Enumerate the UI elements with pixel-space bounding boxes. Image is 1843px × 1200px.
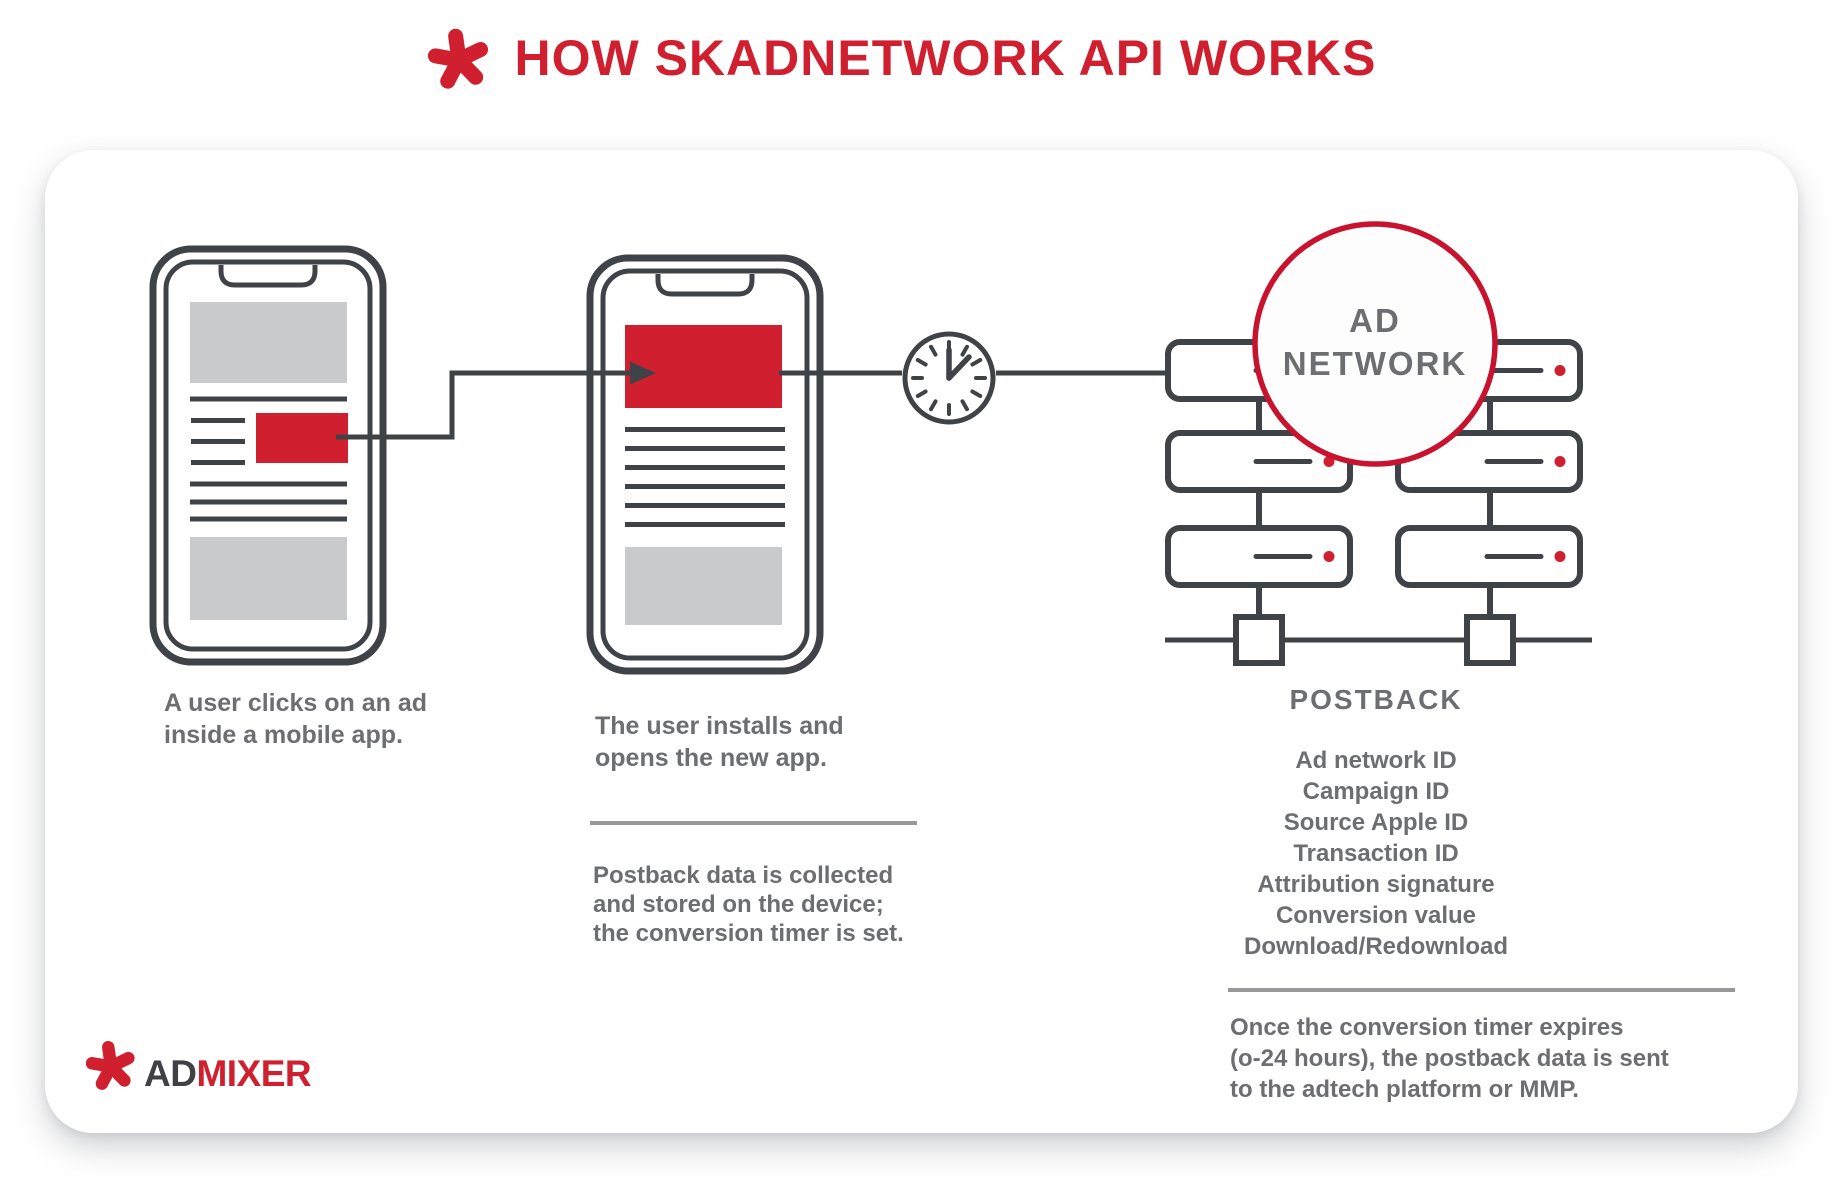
page-title: HOW SKADNETWORK API WORKS <box>514 29 1377 86</box>
step2-divider <box>590 821 917 825</box>
postback-divider <box>1228 988 1735 992</box>
rack-node-square <box>1233 614 1285 666</box>
postback-item: Conversion value <box>1275 902 1477 929</box>
click-arrow <box>336 361 656 440</box>
ad-network-label: AD NETWORK <box>1282 302 1468 382</box>
admixer-logo: ADMIXER <box>86 1032 312 1094</box>
step2-caption: The user installs and opens the new app. <box>595 712 844 772</box>
postback-item: Ad network ID <box>1295 747 1457 774</box>
logo-text-mixer: MIXER <box>196 1053 312 1094</box>
rack-node-square <box>1464 614 1516 666</box>
asterisk-icon <box>427 28 488 89</box>
postback-heading: POSTBACK <box>1289 684 1463 715</box>
postback-item: Transaction ID <box>1293 840 1459 867</box>
ad-network-circle <box>1252 221 1498 467</box>
step1-caption: A user clicks on an ad inside a mobile a… <box>164 689 428 749</box>
logo-text: ADMIXER <box>144 1053 312 1094</box>
notch <box>655 274 755 297</box>
phone-step1-icon <box>149 245 387 666</box>
step2-note: Postback data is collected and stored on… <box>593 862 904 947</box>
postback-item: Source Apple ID <box>1283 809 1469 836</box>
postback-item: Download/Redownload <box>1244 933 1508 960</box>
notch <box>218 265 318 288</box>
postback-list: Ad network ID Campaign ID Source Apple I… <box>1176 745 1576 962</box>
rack-bus-line <box>1165 637 1592 643</box>
phone-step2-icon <box>586 254 824 675</box>
logo-asterisk-icon <box>86 1040 135 1090</box>
app-banner-rect <box>625 325 782 408</box>
header: HOW SKADNETWORK API WORKS <box>0 26 1823 90</box>
timer-clock-icon <box>902 331 996 425</box>
postback-item: Campaign ID <box>1302 778 1450 805</box>
clock-hands <box>946 347 972 381</box>
postback-item: Attribution signature <box>1257 871 1495 898</box>
server-rack-icon <box>1165 339 1592 666</box>
postback-note: Once the conversion timer expires (o-24 … <box>1230 1014 1669 1103</box>
ad-rect <box>256 413 348 463</box>
logo-text-ad: AD <box>144 1053 197 1094</box>
arrow-to-adnetwork <box>996 361 1194 385</box>
